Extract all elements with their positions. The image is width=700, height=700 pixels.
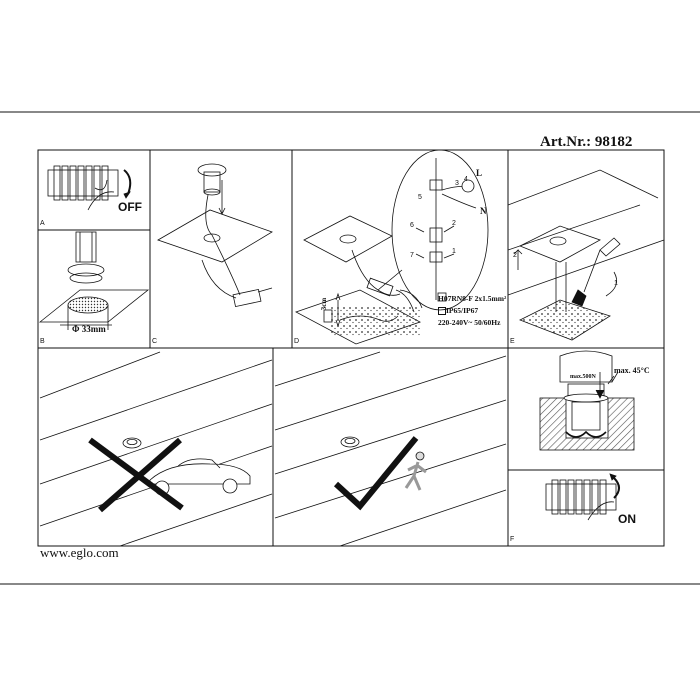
panel-grid	[37, 149, 665, 547]
panel-f-load	[539, 350, 635, 451]
panel-letter-c: C	[152, 338, 158, 345]
callout-1: 1	[452, 248, 456, 255]
panel-no-vehicle	[39, 351, 273, 547]
panel-letter-d: D	[294, 338, 300, 345]
double-insulation-icon	[438, 307, 446, 315]
panel-c-insertion	[157, 163, 273, 308]
step-1-label: 1	[614, 280, 618, 287]
panel-a-breaker	[47, 165, 132, 211]
ip-rating: IP65/IP67	[446, 306, 479, 315]
callout-7: 7	[410, 252, 414, 259]
panel-pedestrian-ok	[274, 351, 507, 547]
callout-5: 5	[418, 194, 422, 201]
voltage-spec: 220-240V~ 50/60Hz	[438, 318, 501, 327]
article-number: Art.Nr.: 98182	[540, 134, 633, 150]
panel-f-breaker	[545, 473, 620, 521]
panel-d-wiring	[295, 149, 489, 345]
panel-letter-e: E	[510, 338, 515, 345]
max-temp-label: max. 45°C	[614, 366, 650, 375]
max-load-label: max.500N	[570, 374, 596, 380]
panel-e-trench	[507, 169, 665, 341]
diameter-label: Φ 33mm	[72, 324, 106, 334]
website-link: www.eglo.com	[40, 545, 119, 560]
panel-b-cutout	[38, 231, 150, 330]
callout-6: 6	[410, 222, 414, 229]
panel-letter-a: A	[40, 220, 45, 227]
on-label: ON	[618, 512, 636, 526]
panel-letter-b: B	[40, 338, 45, 345]
depth-label: 3cm	[320, 297, 329, 311]
step-2-label: 2	[513, 252, 517, 259]
wire-n-label: N	[480, 206, 487, 216]
callout-3: 3	[455, 180, 459, 187]
callout-2: 2	[452, 220, 456, 227]
cable-spec: H07RN8-F 2x1.5mm²	[438, 294, 507, 303]
panel-letter-f: F	[510, 536, 515, 543]
off-label: OFF	[118, 200, 142, 214]
callout-4: 4	[464, 176, 468, 183]
wire-l-label: L	[476, 168, 483, 178]
